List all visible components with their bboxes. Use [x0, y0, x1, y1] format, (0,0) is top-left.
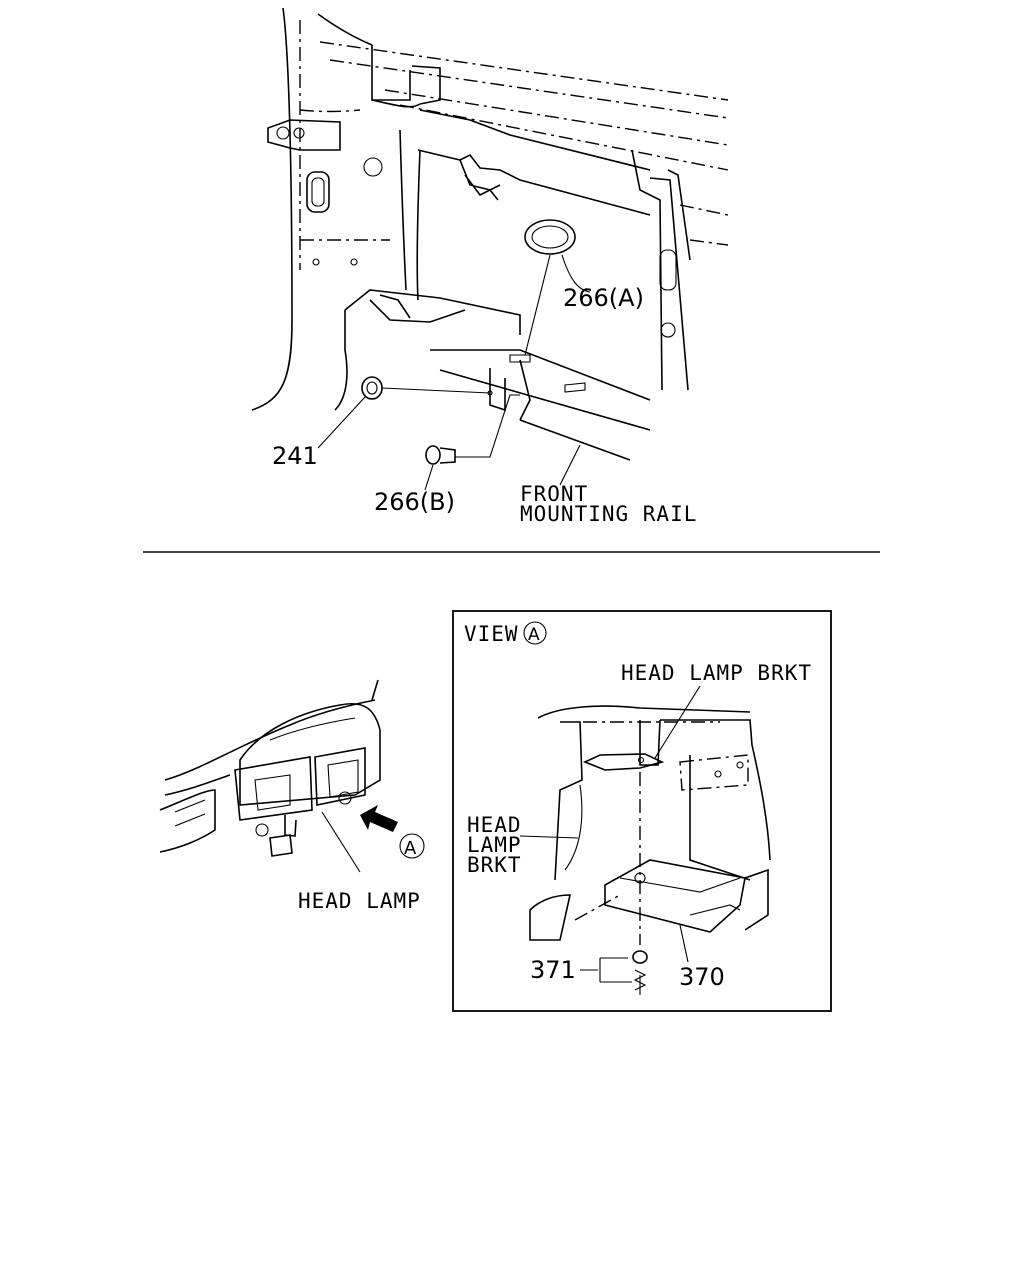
head-lamp-brkt-left-label-3: BRKT — [467, 853, 522, 877]
callout-371: 371 — [530, 956, 576, 984]
view-a-title-marker: A — [528, 625, 540, 645]
view-a-title: VIEW — [464, 622, 519, 646]
front-mounting-rail-label-line2: MOUNTING RAIL — [520, 502, 697, 526]
view-a-marker: A — [404, 838, 417, 859]
front-panel-illustration: 266(A) 241 266(B) FRONT MOUNTING RAIL — [251, 7, 729, 526]
head-lamp-brkt-left-label-2: LAMP — [467, 833, 522, 857]
callout-266a: 266(A) — [563, 284, 644, 312]
head-lamp-label: HEAD LAMP — [298, 889, 421, 913]
front-mounting-rail-label-line1: FRONT — [520, 482, 588, 506]
head-lamp-illustration: A HEAD LAMP — [159, 679, 425, 913]
head-lamp-brkt-left-label-1: HEAD — [467, 813, 522, 837]
callout-241: 241 — [272, 442, 318, 470]
head-lamp-brkt-top-label: HEAD LAMP BRKT — [621, 661, 812, 685]
view-a-panel: VIEW A HEAD LAMP BRKT — [452, 610, 832, 1012]
callout-266b: 266(B) — [374, 488, 455, 516]
callout-370: 370 — [679, 963, 725, 991]
